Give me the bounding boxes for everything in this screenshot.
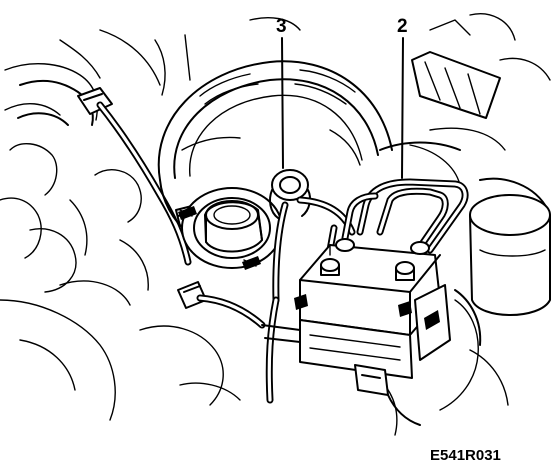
brake-lines: [326, 178, 469, 254]
engine-bay-background: [0, 13, 551, 436]
brake-booster: [157, 60, 393, 236]
abs-hydraulic-unit: [294, 238, 451, 426]
left-hose-assembly: [17, 79, 197, 266]
callout-label-2: 2: [397, 16, 408, 37]
leader-line-2: [401, 37, 404, 179]
callout-label-3: 3: [276, 16, 287, 37]
right-side-components: [379, 51, 551, 346]
master-cylinder-mount: [178, 187, 283, 270]
figure-code: E541R031: [430, 447, 501, 464]
callout-leaders: [281, 37, 404, 179]
lower-brake-pipe: [177, 281, 301, 404]
leader-line-3: [281, 37, 284, 169]
